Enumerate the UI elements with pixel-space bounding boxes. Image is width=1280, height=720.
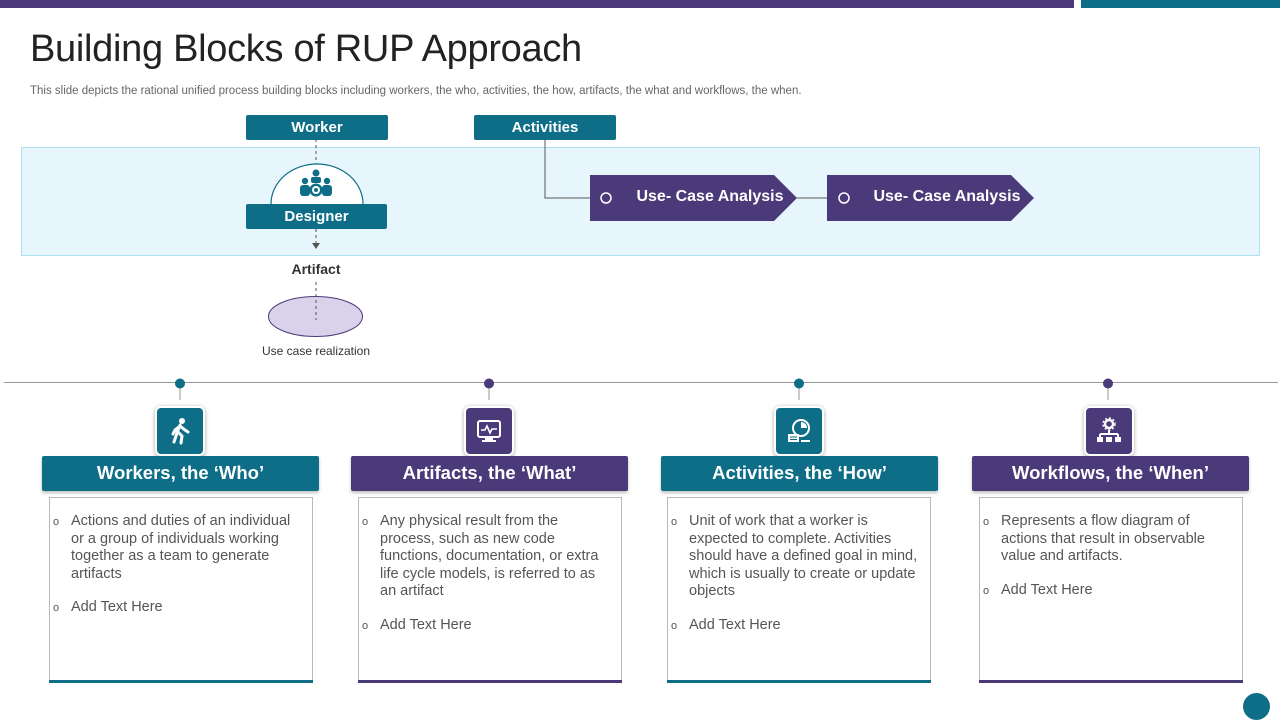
diagram-connectors [179,139,1109,400]
card-title-how: Activities, the ‘How’ [661,456,938,491]
worker-tag: Worker [246,115,388,140]
card-title-what: Artifacts, the ‘What’ [351,456,628,491]
top-accent-bar [0,0,1074,8]
card-underline [979,680,1243,683]
team-icon [300,169,332,197]
card-underline [49,680,313,683]
use-case-label-2: Use- Case Analysis [873,188,1021,205]
page-subtitle: This slide depicts the rational unified … [30,85,802,97]
timeline-line [4,382,1278,383]
corner-decoration [1243,693,1270,720]
page-title: Building Blocks of RUP Approach [30,28,582,70]
analytics-icon [774,406,824,456]
card-title-who: Workers, the ‘Who’ [42,456,319,491]
card-title-when: Workflows, the ‘When’ [972,456,1249,491]
person-walking-icon [155,406,205,456]
activities-tag: Activities [474,115,616,140]
use-case-arrow-1 [590,175,797,221]
artifact-label: Artifact [291,261,341,277]
card-underline [358,680,622,683]
designer-tag: Designer [246,204,387,229]
use-case-label-1: Use- Case Analysis [636,188,784,205]
workflow-gear-icon [1084,406,1134,456]
card-underline [667,680,931,683]
timeline-dots [175,378,1113,389]
top-accent-bar-secondary [1081,0,1280,8]
use-case-arrow-2 [827,175,1034,221]
use-case-realization-label: Use case realization [261,344,371,358]
monitor-pulse-icon [464,406,514,456]
